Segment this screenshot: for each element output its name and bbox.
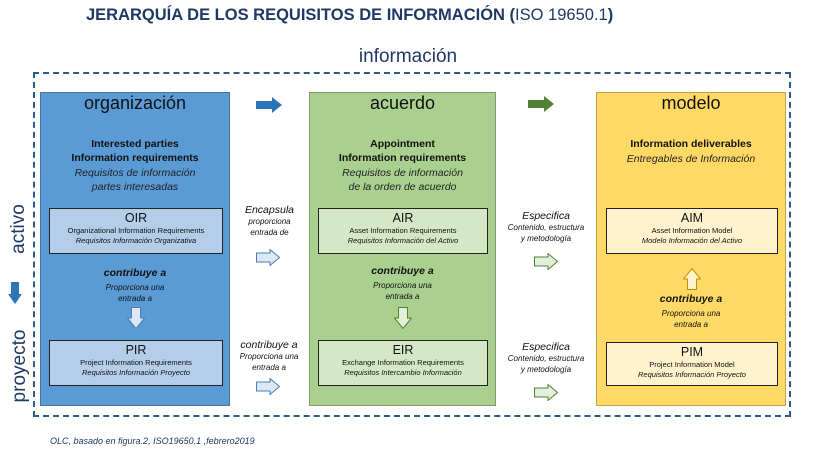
- down-arrow-icon: [8, 282, 22, 304]
- model-column: modelo Information deliverables Entregab…: [596, 92, 786, 406]
- right-arrow-icon: [528, 96, 554, 112]
- contributes-sub-label: Proporciona una entrada a: [661, 309, 721, 329]
- contributes-between-label: contribuye a Proporciona una entrada a: [239, 339, 299, 372]
- right-arrow-icon: [256, 249, 280, 266]
- eir-box: EIR Exchange Information Requirements Re…: [318, 340, 488, 386]
- right-arrow-icon: [534, 384, 558, 401]
- asset-side-label: activo: [8, 204, 29, 254]
- contributes-sub-label: Proporciona una entrada a: [373, 281, 432, 301]
- column-subheading: Requisitos de información de la orden de…: [342, 167, 463, 193]
- column-title: organización: [83, 93, 187, 113]
- up-arrow-icon: [683, 268, 701, 290]
- pir-box: PIR Project Information Requirements Req…: [49, 340, 223, 386]
- right-arrow-icon: [534, 253, 558, 270]
- encapsulates-label: Encapsula proporciona entrada de: [244, 204, 295, 237]
- pim-box: PIM Project Information Model Requisitos…: [606, 342, 778, 386]
- contributes-label: contribuye a: [103, 267, 167, 279]
- aim-box: AIM Asset Information Model Modelo Infor…: [606, 208, 778, 254]
- down-arrow-icon: [394, 307, 412, 329]
- column-subheading: Entregables de Información: [626, 153, 756, 165]
- column-heading: Appointment Information requirements: [338, 138, 467, 164]
- column-title: modelo: [661, 93, 721, 113]
- agreement-column: acuerdo Appointment Information requirem…: [309, 92, 496, 406]
- contributes-label: contribuye a: [659, 293, 723, 305]
- down-arrow-icon: [127, 307, 145, 329]
- page-title: JERARQUÍA DE LOS REQUISITOS DE INFORMACI…: [86, 6, 614, 24]
- column-title: acuerdo: [369, 93, 436, 113]
- organization-column: organización Interested parties Informat…: [40, 92, 230, 406]
- column-subheading: Requisitos de información partes interes…: [74, 167, 196, 193]
- contributes-sub-label: Proporciona una entrada a: [105, 283, 165, 303]
- information-label: información: [358, 46, 458, 67]
- project-side-label: proyecto: [9, 329, 30, 403]
- specifies-top-label: Especifica Contenido, estructura y metod…: [507, 210, 585, 243]
- source-footnote: OLC, basado en figura.2, ISO19650.1 ,feb…: [50, 436, 255, 446]
- right-arrow-icon: [256, 97, 282, 113]
- information-dashed-frame: [33, 72, 791, 417]
- column-heading: Interested parties Information requireme…: [71, 138, 199, 164]
- air-box: AIR Asset Information Requirements Requi…: [318, 208, 488, 254]
- contributes-label: contribuye a: [371, 265, 434, 277]
- oir-box: OIR Organizational Information Requireme…: [49, 208, 223, 254]
- right-arrow-icon: [256, 378, 280, 395]
- column-heading: Information deliverables: [630, 138, 752, 150]
- specifies-bottom-label: Especifica Contenido, estructura y metod…: [507, 341, 585, 374]
